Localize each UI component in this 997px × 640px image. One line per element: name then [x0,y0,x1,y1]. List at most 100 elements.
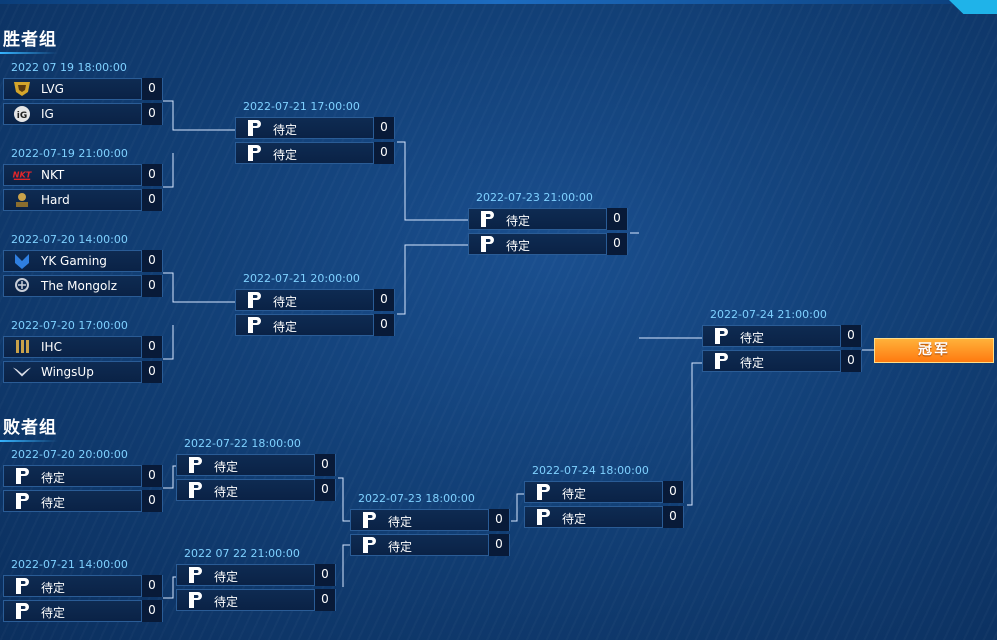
team-row[interactable]: YK Gaming 0 [3,250,163,272]
team-score: 0 [141,78,162,100]
team-row[interactable]: 待定 0 [176,454,336,476]
team-row[interactable]: 待定 0 [235,142,395,164]
team-row[interactable]: NKT NKT 0 [3,164,163,186]
tbd-logo-icon [244,291,264,309]
team-row[interactable]: WingsUp 0 [3,361,163,383]
match-date: 2022-07-23 21:00:00 [476,191,593,204]
team-row[interactable]: LVG 0 [3,78,163,100]
team-name: 待定 [41,471,66,485]
match-l1: 2022-07-20 20:00:00 待定 0 待定 0 [3,448,163,515]
tbd-logo-icon [12,492,32,510]
ihc-logo-icon [12,338,32,356]
team-row[interactable]: 待定 0 [176,589,336,611]
tbd-logo-icon [185,566,205,584]
team-score: 0 [314,454,335,476]
team-score: 0 [314,589,335,611]
team-score: 0 [141,164,162,186]
match-date: 2022-07-21 14:00:00 [11,558,128,571]
team-score: 0 [373,289,394,311]
team-score: 0 [373,142,394,164]
tbd-logo-icon [185,481,205,499]
team-row[interactable]: 待定 0 [3,465,163,487]
tbd-logo-icon [711,352,731,370]
match-date: 2022-07-24 21:00:00 [710,308,827,321]
team-row[interactable]: 待定 0 [235,117,395,139]
team-row[interactable]: Hard 0 [3,189,163,211]
team-row[interactable]: 待定 0 [176,479,336,501]
tbd-logo-icon [477,235,497,253]
team-score: 0 [141,490,162,512]
team-row[interactable]: 待定 0 [176,564,336,586]
tbd-logo-icon [185,456,205,474]
team-score: 0 [314,479,335,501]
team-row[interactable]: 待定 0 [235,289,395,311]
team-score: 0 [373,314,394,336]
tbd-logo-icon [12,467,32,485]
team-row[interactable]: 待定 0 [524,481,684,503]
team-score: 0 [141,575,162,597]
hard-logo-icon [12,191,32,209]
team-name: 待定 [214,460,239,474]
match-w3: 2022-07-20 14:00:00 YK Gaming 0 The Mong… [3,233,163,300]
team-name: 待定 [214,595,239,609]
team-row[interactable]: 待定 0 [235,314,395,336]
tbd-logo-icon [185,591,205,609]
svg-text:NKT: NKT [13,170,32,180]
team-row[interactable]: 待定 0 [3,575,163,597]
team-score: 0 [373,117,394,139]
yk-logo-icon [12,252,32,270]
team-score: 0 [662,481,683,503]
team-name: 待定 [388,540,413,554]
team-name: 待定 [214,485,239,499]
team-row[interactable]: 待定 0 [350,509,510,531]
team-score: 0 [606,233,627,255]
team-score: 0 [606,208,627,230]
team-row[interactable]: 待定 0 [350,534,510,556]
tbd-logo-icon [533,483,553,501]
wingsup-logo-icon [12,363,32,381]
match-w7: 2022-07-23 21:00:00 待定 0 待定 0 [468,191,628,258]
team-score: 0 [141,600,162,622]
team-row[interactable]: 待定 0 [524,506,684,528]
team-score: 0 [141,275,162,297]
lvg-logo-icon [12,80,32,98]
top-border [0,0,997,4]
team-name: NKT [41,168,65,182]
match-date: 2022-07-22 18:00:00 [184,437,301,450]
team-row[interactable]: 待定 0 [468,233,628,255]
team-name: 待定 [273,295,298,309]
match-grand-final: 2022-07-24 21:00:00 待定 0 待定 0 [702,308,862,375]
lower-bracket-title: 败者组 [0,413,58,442]
match-date: 2022 07 22 21:00:00 [184,547,300,560]
team-score: 0 [488,534,509,556]
team-score: 0 [141,250,162,272]
team-row[interactable]: 待定 0 [702,350,862,372]
team-row[interactable]: 待定 0 [468,208,628,230]
tbd-logo-icon [244,144,264,162]
match-date: 2022-07-20 20:00:00 [11,448,128,461]
team-name: 待定 [562,512,587,526]
team-score: 0 [314,564,335,586]
match-date: 2022 07 19 18:00:00 [11,61,127,74]
team-row[interactable]: 待定 0 [3,490,163,512]
match-l2: 2022-07-21 14:00:00 待定 0 待定 0 [3,558,163,625]
match-date: 2022-07-20 14:00:00 [11,233,128,246]
team-row[interactable]: 待定 0 [3,600,163,622]
upper-bracket-title: 胜者组 [0,25,58,54]
team-row[interactable]: IHC 0 [3,336,163,358]
mongolz-logo-icon [12,277,32,295]
team-row[interactable]: iG IG 0 [3,103,163,125]
tbd-logo-icon [359,536,379,554]
tbd-logo-icon [244,119,264,137]
team-row[interactable]: 待定 0 [702,325,862,347]
corner-decoration [949,0,997,14]
team-name: LVG [41,82,64,96]
team-row[interactable]: The Mongolz 0 [3,275,163,297]
ig-logo-icon: iG [12,105,32,123]
match-date: 2022-07-21 20:00:00 [243,272,360,285]
team-score: 0 [141,361,162,383]
match-l3: 2022-07-22 18:00:00 待定 0 待定 0 [176,437,336,504]
team-name: Hard [41,193,70,207]
team-name: IHC [41,340,62,354]
match-w1: 2022 07 19 18:00:00 LVG 0 iG IG 0 [3,61,163,128]
